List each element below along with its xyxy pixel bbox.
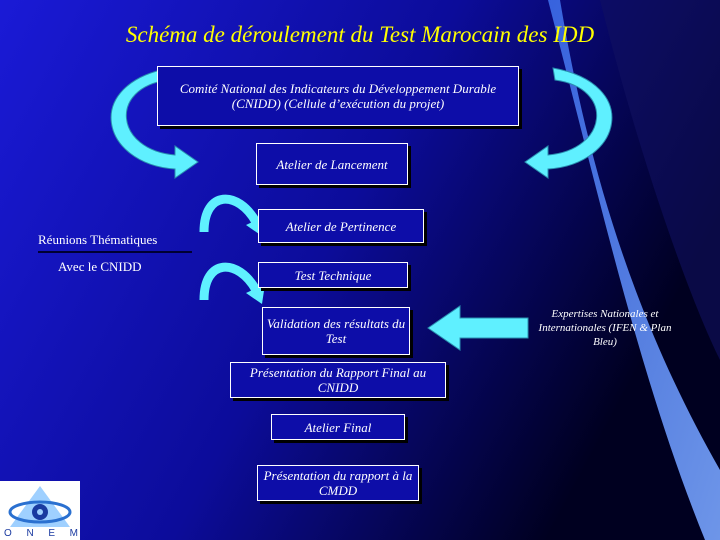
- box-atelier-pertinence: Atelier de Pertinence: [258, 209, 424, 243]
- box-test-technique: Test Technique: [258, 262, 408, 288]
- slide-title: Schéma de déroulement du Test Marocain d…: [125, 22, 595, 47]
- arrow-expertise-icon: [427, 305, 529, 351]
- light-beam: [548, 0, 720, 540]
- loop-arrow-bottom-icon: [199, 262, 265, 304]
- box-atelier-lancement: Atelier de Lancement: [256, 143, 408, 185]
- box-presentation-cnidd: Présentation du Rapport Final au CNIDD: [230, 362, 446, 398]
- label-avec-cnidd: Avec le CNIDD: [58, 259, 142, 274]
- label-expertises: Expertises Nationales et Internationales…: [538, 308, 672, 348]
- logo-letter: M: [69, 528, 78, 539]
- logo-letter: N: [26, 528, 34, 539]
- logo-letters: O N E M: [4, 528, 78, 539]
- box-cnidd: Comité National des Indicateurs du Dével…: [157, 66, 519, 126]
- box-presentation-cmdd: Présentation du rapport à la CMDD: [257, 465, 419, 501]
- logo-letter: E: [48, 528, 55, 539]
- oncm-logo-icon: [0, 481, 80, 540]
- arrow-left-icon: [110, 67, 199, 179]
- logo-letter: O: [4, 528, 12, 539]
- arrow-right-icon: [524, 67, 613, 179]
- label-reunions-thematiques: Réunions Thématiques: [38, 232, 192, 253]
- box-atelier-final: Atelier Final: [271, 414, 405, 440]
- box-validation: Validation des résultats du Test: [262, 307, 410, 355]
